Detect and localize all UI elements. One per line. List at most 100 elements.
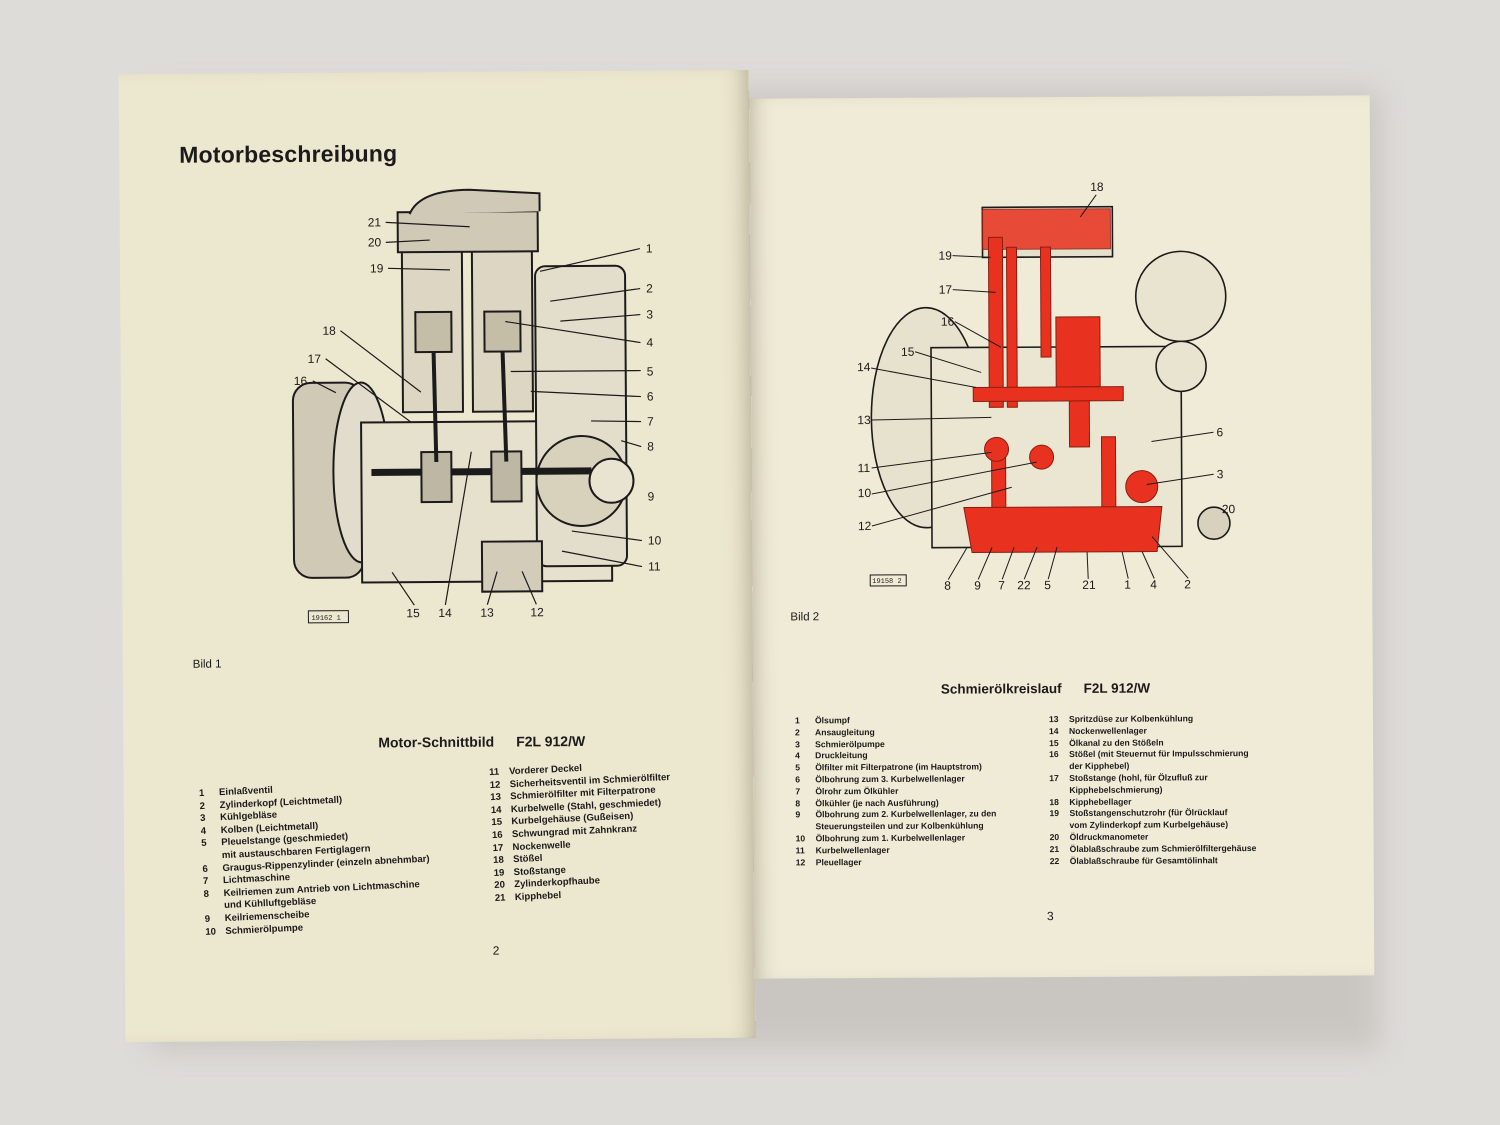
legend-number [204,900,225,913]
svg-text:15: 15 [901,345,915,359]
svg-text:9: 9 [974,578,981,592]
legend-text: Ölbohrung zum 2. Kurbelwellenlager, zu d… [815,808,997,820]
legend-number: 11 [488,766,500,779]
svg-text:16: 16 [294,374,308,388]
legend-number: 10 [205,925,217,938]
legend-number: 7 [795,786,801,797]
svg-text:6: 6 [647,389,654,403]
legend-number: 1 [198,787,205,800]
svg-text:5: 5 [1044,578,1051,592]
legend-text: Ölablaßschraube zum Schmierölfiltergehäu… [1069,842,1257,854]
legend-number: 15 [1049,737,1059,748]
svg-text:13: 13 [857,413,871,427]
legend-text: Pleuellager [815,856,862,867]
svg-text:8: 8 [647,439,654,453]
legend-number: 2 [794,727,800,738]
legend-number: 17 [1049,773,1059,784]
svg-text:9: 9 [648,489,655,503]
svg-text:16: 16 [941,315,955,329]
legend-text: Ölkühler (je nach Ausführung) [815,797,939,808]
legend-number: 10 [795,833,806,844]
legend-number [202,850,223,863]
svg-text:10: 10 [648,533,662,547]
legend-number: 19 [1049,808,1060,819]
svg-text:14: 14 [857,360,871,374]
legend-text: Ölkanal zu den Stößeln [1069,737,1164,748]
legend-text: Steuerungsteilen und zur Kolbenkühlung [815,820,984,832]
legend-text: Kipphebelschmierung) [1069,784,1163,795]
svg-text:20: 20 [1222,502,1236,516]
legend-text: Kurbelwellenlager [815,844,890,856]
svg-text:3: 3 [646,307,653,321]
legend-number: 4 [200,825,207,837]
legend-text: Spritzdüse zur Kolbenkühlung [1068,713,1194,724]
legend-number: 14 [1048,725,1059,736]
svg-text:18: 18 [1090,180,1104,194]
legend-number: 6 [795,774,801,785]
legend-number: 6 [202,863,209,875]
svg-text:21: 21 [1082,578,1096,592]
legend-text: Ansaugleitung [814,726,875,738]
legend-text: Öldruckmanometer [1069,831,1149,842]
svg-text:17: 17 [939,283,953,297]
svg-text:15: 15 [406,606,420,620]
page-number-right: 3 [1046,909,1054,924]
svg-text:2: 2 [646,281,653,295]
legend-row: 21 Ölablaßschraube zum Schmierölfiltergeh… [1050,843,1257,856]
svg-text:20: 20 [368,235,382,249]
legend-number [1049,820,1069,832]
legend-number: 8 [203,888,210,900]
svg-text:10: 10 [858,486,872,500]
legend-number: 12 [489,779,501,791]
legend-text: Kipphebel [514,889,562,904]
legend-number: 11 [795,845,805,856]
svg-text:18: 18 [322,324,336,338]
legend-row: 4 Druckleitung [795,750,996,763]
caption-title-2: Schmierölkreislauf [940,681,1062,697]
svg-text:1: 1 [646,241,653,255]
svg-text:1: 1 [1124,578,1131,592]
legend-number: 19 [493,867,505,879]
svg-text:7: 7 [998,578,1005,592]
legend-number: 4 [795,750,800,761]
legend-text: der Kipphebel) [1069,760,1130,772]
legend-number: 16 [491,829,503,842]
page-number-left: 2 [492,943,500,958]
engine-cutaway-figure: 21 20 19 18 17 16 1 2 3 4 5 6 7 8 9 10 1… [291,188,662,624]
legend-number: 5 [795,762,801,773]
legend-number: 15 [491,816,503,829]
svg-text:3: 3 [1217,467,1224,481]
svg-text:19: 19 [370,261,384,275]
svg-text:22: 22 [1017,578,1031,592]
legend-text: Ölfilter mit Filterpatrone (im Hauptstro… [815,761,982,773]
legend-number: 21 [1049,843,1060,854]
legend-row: Kipphebelschmierung) [1049,784,1256,797]
legend-row: vom Zylinderkopf zum Kurbelgehäuse) [1049,819,1256,832]
legend-number: 13 [1048,714,1059,725]
svg-text:21: 21 [368,215,382,229]
legend-number [795,821,815,833]
figure-number-2: 19158 2 [872,578,901,586]
svg-text:6: 6 [1216,425,1223,439]
legend-number: 3 [199,813,206,825]
legend-number: 13 [490,791,502,804]
legend-text: Druckleitung [815,750,868,761]
legend-text: Kipphebellager [1069,796,1132,807]
legend-number: 12 [795,856,806,867]
svg-text:11: 11 [858,461,871,475]
right-page: 18 19 17 16 15 14 13 11 10 12 6 3 20 8 9… [749,95,1375,979]
legend-number [1049,761,1069,773]
svg-text:12: 12 [530,605,544,619]
caption-model-1: F2L 912/W [516,732,586,750]
legend-number: 20 [494,879,506,892]
figure-label-1: Bild 1 [192,658,222,671]
